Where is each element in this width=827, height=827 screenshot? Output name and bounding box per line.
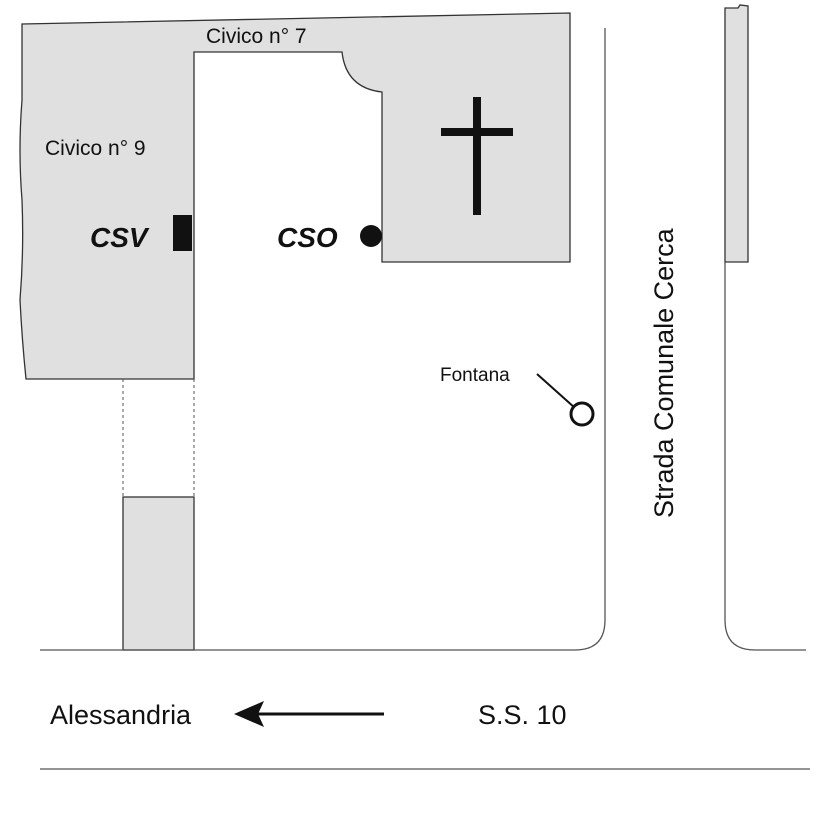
label-ss10: S.S. 10 [478, 700, 567, 730]
road-edge-strada-left [40, 28, 606, 651]
label-fontana: Fontana [440, 365, 510, 386]
label-alessandria: Alessandria [50, 700, 192, 730]
building-civico-9 [19, 12, 571, 380]
fountain-leader-line [536, 373, 576, 409]
square-marker-icon [173, 215, 192, 251]
arrow-left-icon [234, 701, 384, 727]
building-lower [122, 496, 195, 651]
label-cso: CSO [277, 222, 338, 253]
label-civico-7: Civico n° 7 [206, 25, 307, 48]
building-right-strip [724, 4, 749, 263]
road-edge-strada-right [724, 262, 806, 651]
label-strada-comunale-cerca: Strada Comunale Cerca [649, 227, 679, 518]
label-civico-9: Civico n° 9 [45, 137, 146, 160]
circle-fountain-icon [569, 401, 595, 427]
cross-icon [441, 97, 513, 215]
label-csv: CSV [90, 222, 150, 253]
dot-marker-icon [360, 225, 382, 247]
